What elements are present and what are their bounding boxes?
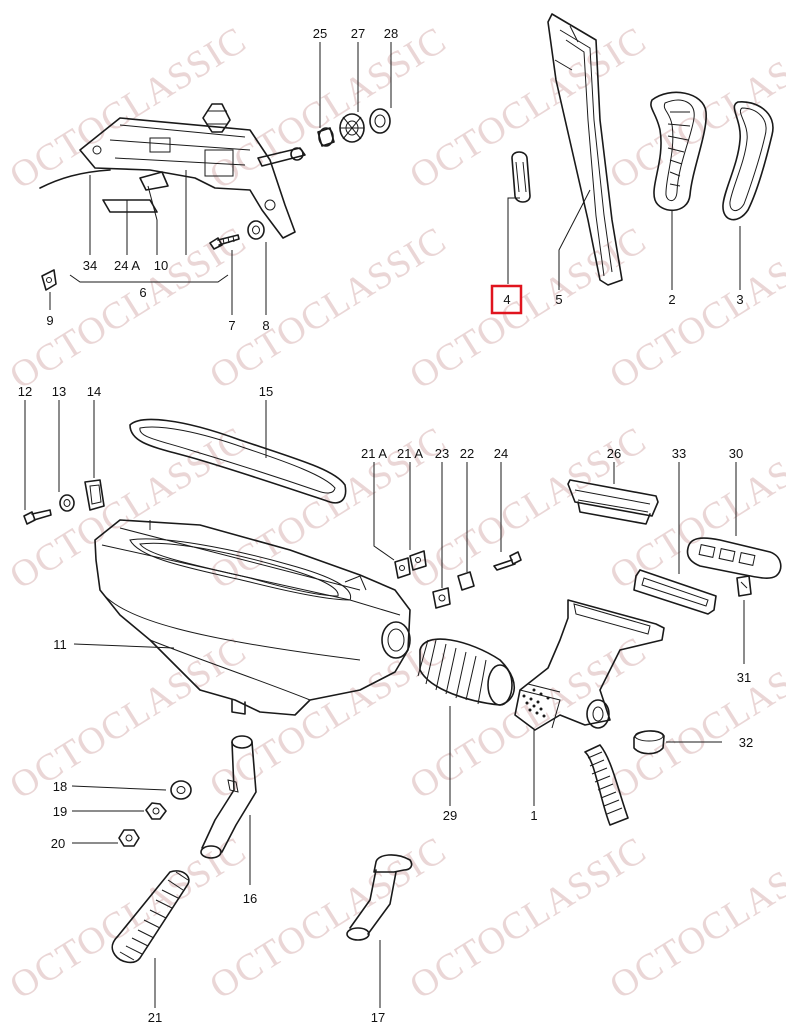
part-3-gasket-ring [722,101,774,221]
part-27-gear [339,113,365,143]
label-32: 32 [739,735,753,750]
label-16: 16 [243,891,257,906]
part-8-washer [247,220,265,240]
label-12: 12 [18,384,32,399]
part-28-ring [369,108,391,134]
label-17: 17 [371,1010,385,1024]
part-33-frame [633,569,717,615]
part-5-seal-strip [547,13,623,286]
label-19: 19 [53,804,67,819]
part-15-seal-frame [129,418,347,504]
label-1: 1 [530,808,537,823]
part-2-grille-seal [650,91,707,212]
label-13: 13 [52,384,66,399]
part-20-nut [118,829,140,847]
highlight-box-part-4 [490,284,523,315]
part-7-screw [209,234,240,250]
part-21-flex-hose [111,870,190,964]
part-30-grille [686,537,782,579]
label-8: 8 [262,318,269,333]
label-6: 6 [139,285,146,300]
label-20: 20 [51,836,65,851]
leader-lines [24,42,745,1008]
part-26-vent [567,479,659,525]
part-32-cap [633,730,665,755]
control-assembly-drawing [39,103,306,239]
label-26: 26 [607,446,621,461]
label-29: 29 [443,808,457,823]
part-16-pipe [200,735,257,859]
part-29-hose [417,638,515,706]
label-24a-top: 24 A [114,258,140,273]
part-21a-left-clip [394,557,411,579]
label-4: 4 [503,292,510,307]
label-3: 3 [736,292,743,307]
part-22-nut [457,571,475,591]
label-5: 5 [555,292,562,307]
part-1-outlet [514,599,665,731]
part-23-grommet [432,587,451,609]
part-18-washer [170,780,192,800]
label-24: 24 [494,446,508,461]
label-31: 31 [737,670,751,685]
label-22: 22 [460,446,474,461]
watermark-layer: OCTOCLASSIC OCTOCLASSIC OCTOCLASSIC OCTO… [3,19,786,1008]
label-9: 9 [46,313,53,328]
part-19-lock-washer [145,802,167,820]
part-1-hose-stub [584,744,629,826]
label-15: 15 [259,384,273,399]
label-21a-left: 21 A [361,446,387,461]
part-labels: 25 27 28 34 24 A 10 6 9 7 8 4 5 2 3 12 1… [18,26,753,1024]
label-11: 11 [53,637,67,652]
part-25-bushing [317,127,335,147]
label-18: 18 [53,779,67,794]
part-13-washer [59,494,75,512]
label-27: 27 [351,26,365,41]
part-11-housing [94,519,411,716]
label-30: 30 [729,446,743,461]
part-24-screw [493,551,522,571]
label-10: 10 [154,258,168,273]
label-7: 7 [228,318,235,333]
label-33: 33 [672,446,686,461]
part-12-screw [23,509,52,525]
part-4-plug [511,151,531,203]
part-9-clip [41,269,57,291]
part-21a-right-clip [409,550,427,571]
label-14: 14 [87,384,101,399]
label-2: 2 [668,292,675,307]
outlet-grille-holes [522,688,550,718]
part-31-clip [736,575,752,597]
part-14-clip [84,479,105,511]
label-21a-right: 21 A [397,446,423,461]
label-34: 34 [83,258,97,273]
label-25: 25 [313,26,327,41]
label-28: 28 [384,26,398,41]
label-23: 23 [435,446,449,461]
part-17-pipe [346,854,413,941]
label-21: 21 [148,1010,162,1024]
